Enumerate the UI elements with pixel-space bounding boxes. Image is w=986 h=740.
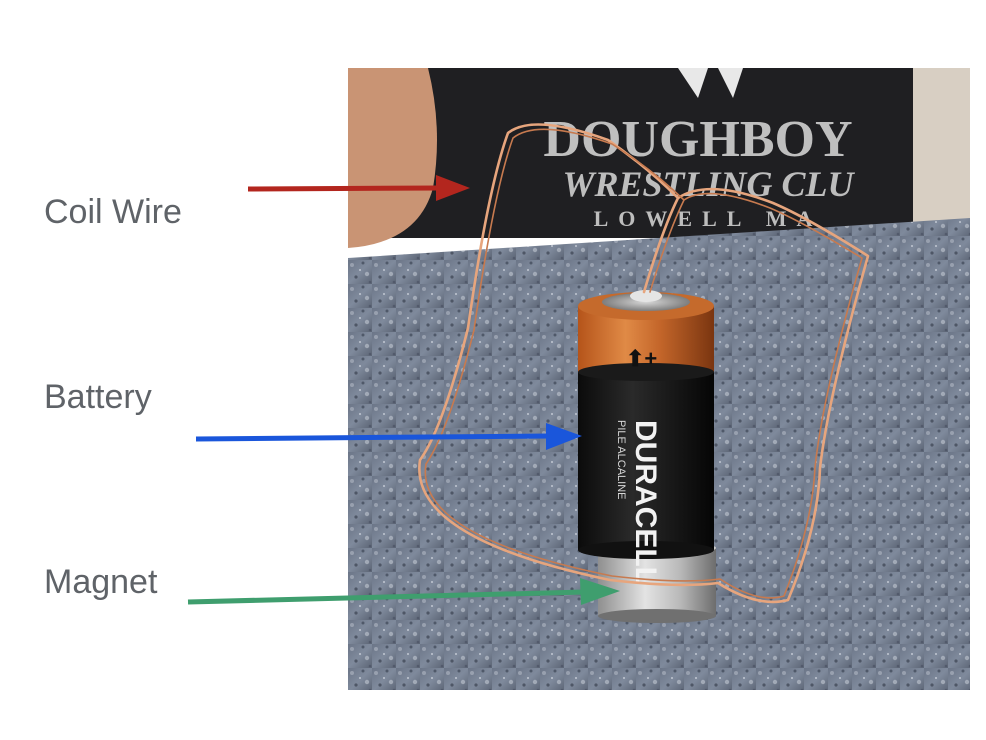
battery: ⬆+ DURACELL PILE ALCALINE [578,290,714,585]
battery-arrow [195,423,582,450]
magnet-label: Magnet [44,563,158,601]
shirt-background [348,68,970,238]
battery-motor-photo: DOUGHBOY WRESTLING CLU LOWELL MA ⬆+ DURA… [348,68,970,690]
battery-brand: DURACELL [629,420,662,585]
coil-wire-label: Coil Wire [44,193,182,231]
battery-subtext: PILE ALCALINE [615,420,627,500]
battery-label: Battery [44,378,152,416]
plus-icon: ⬆+ [626,346,657,371]
shirt-text-1: DOUGHBOY [543,111,852,168]
coil-wire-arrow [247,175,470,201]
shirt-text-2: WRESTLING CLU [562,164,855,204]
arm [348,68,437,248]
coil-wire [418,123,870,604]
magnet-arrow [187,578,620,605]
